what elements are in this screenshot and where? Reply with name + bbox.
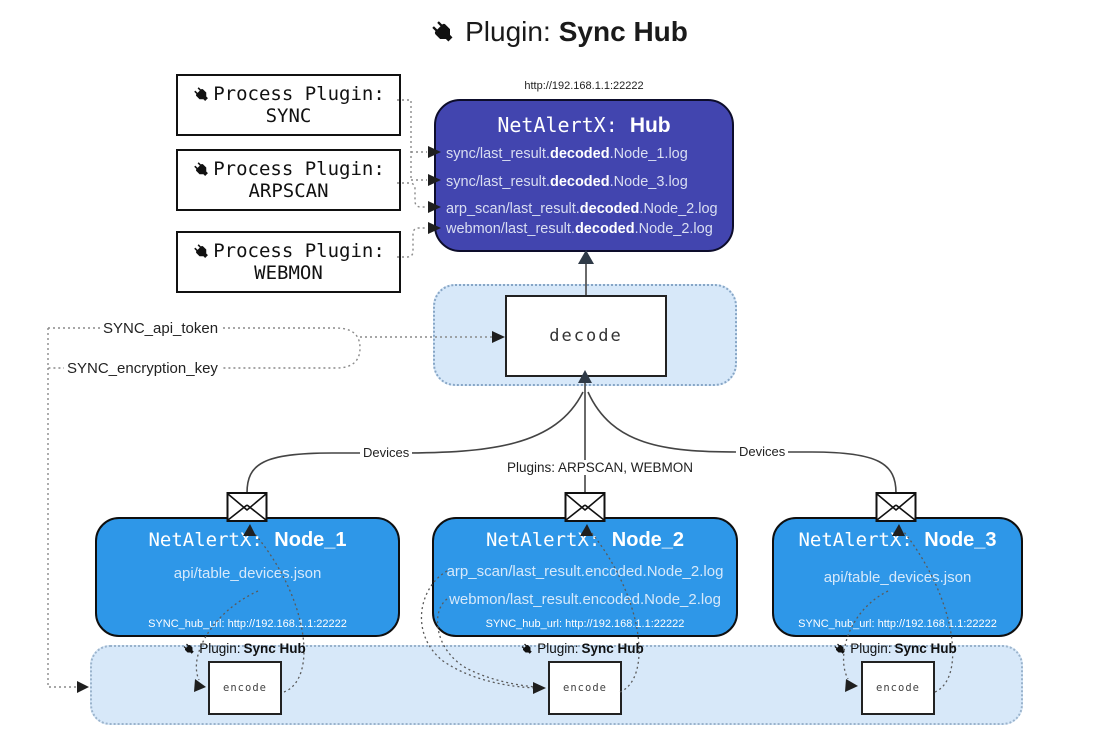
process-plugin-label: Process Plugin:: [213, 158, 385, 180]
hub-log-line: arp_scan/last_result.decoded.Node_2.log: [446, 201, 718, 217]
plug-icon: [193, 85, 211, 103]
encode-box: encode: [861, 661, 935, 715]
page-title: Plugin: Sync Hub: [0, 16, 1117, 48]
process-plugin-label: Process Plugin:: [213, 83, 385, 105]
hub-title: NetAlertX: Hub: [436, 113, 732, 138]
process-plugin-name: SYNC: [265, 105, 312, 127]
node-file: api/table_devices.json: [823, 569, 972, 586]
plug-icon: [183, 642, 196, 655]
sync-encryption-key-label: SYNC_encryption_key: [64, 360, 221, 377]
node-box-node3: NetAlertX: Node_3 api/table_devices.json…: [772, 517, 1023, 637]
process-plugin-box-arpscan: Process Plugin: ARPSCAN: [176, 149, 401, 211]
plug-icon: [193, 242, 211, 260]
hub-url-label: http://192.168.1.1:22222: [524, 80, 644, 92]
node-file: api/table_devices.json: [173, 565, 322, 582]
plug-icon: [834, 642, 847, 655]
secrets-connectors: [47, 327, 505, 693]
encode-box: encode: [548, 661, 622, 715]
band-plugin-label: Plugin:Sync Hub: [805, 641, 985, 656]
page-title-name: Sync Hub: [558, 16, 688, 47]
page-title-prefix: Plugin:: [465, 16, 551, 47]
node-box-node1: NetAlertX: Node_1 api/table_devices.json…: [95, 517, 400, 637]
process-plugin-box-sync: Process Plugin: SYNC: [176, 74, 401, 136]
hub-log-line: sync/last_result.decoded.Node_3.log: [446, 174, 688, 190]
band-plugin-label: Plugin:Sync Hub: [492, 641, 672, 656]
plug-icon: [521, 642, 534, 655]
hub-log-line: sync/last_result.decoded.Node_1.log: [446, 146, 688, 162]
node-title: NetAlertX: Node_3: [798, 529, 997, 551]
sync-api-token-label: SYNC_api_token: [100, 320, 222, 337]
node-hub-url: SYNC_hub_url: http://192.168.1.1:22222: [485, 618, 685, 630]
node-file: arp_scan/last_result.encoded.Node_2.log: [446, 563, 724, 580]
hub-log-line: webmon/last_result.decoded.Node_2.log: [446, 221, 713, 237]
plugins-edge-label: Plugins: ARPSCAN, WEBMON: [504, 460, 697, 475]
decode-box: decode: [505, 295, 667, 377]
node-title: NetAlertX: Node_1: [148, 529, 347, 551]
hub-box: NetAlertX: Hub sync/last_result.decoded.…: [434, 99, 734, 252]
hub-title-prefix: NetAlertX:: [497, 113, 618, 137]
node-hub-url: SYNC_hub_url: http://192.168.1.1:22222: [148, 618, 347, 630]
node-file: webmon/last_result.encoded.Node_2.log: [449, 591, 721, 608]
band-plugin-label: Plugin:Sync Hub: [154, 641, 334, 656]
devices-edge-label-right: Devices: [736, 444, 789, 459]
encode-box: encode: [208, 661, 282, 715]
process-plugin-name: WEBMON: [254, 262, 323, 284]
process-plugin-box-webmon: Process Plugin: WEBMON: [176, 231, 401, 293]
node-box-node2: NetAlertX: Node_2 arp_scan/last_result.e…: [432, 517, 738, 637]
hub-title-name: Hub: [629, 114, 671, 137]
process-plugin-label: Process Plugin:: [213, 240, 385, 262]
plug-icon: [193, 160, 211, 178]
node-hub-url: SYNC_hub_url: http://192.168.1.1:22222: [798, 618, 997, 630]
node-title: NetAlertX: Node_2: [485, 529, 685, 551]
process-plugin-name: ARPSCAN: [248, 180, 329, 202]
devices-edge-label-left: Devices: [360, 445, 413, 460]
plug-icon: [430, 19, 456, 45]
